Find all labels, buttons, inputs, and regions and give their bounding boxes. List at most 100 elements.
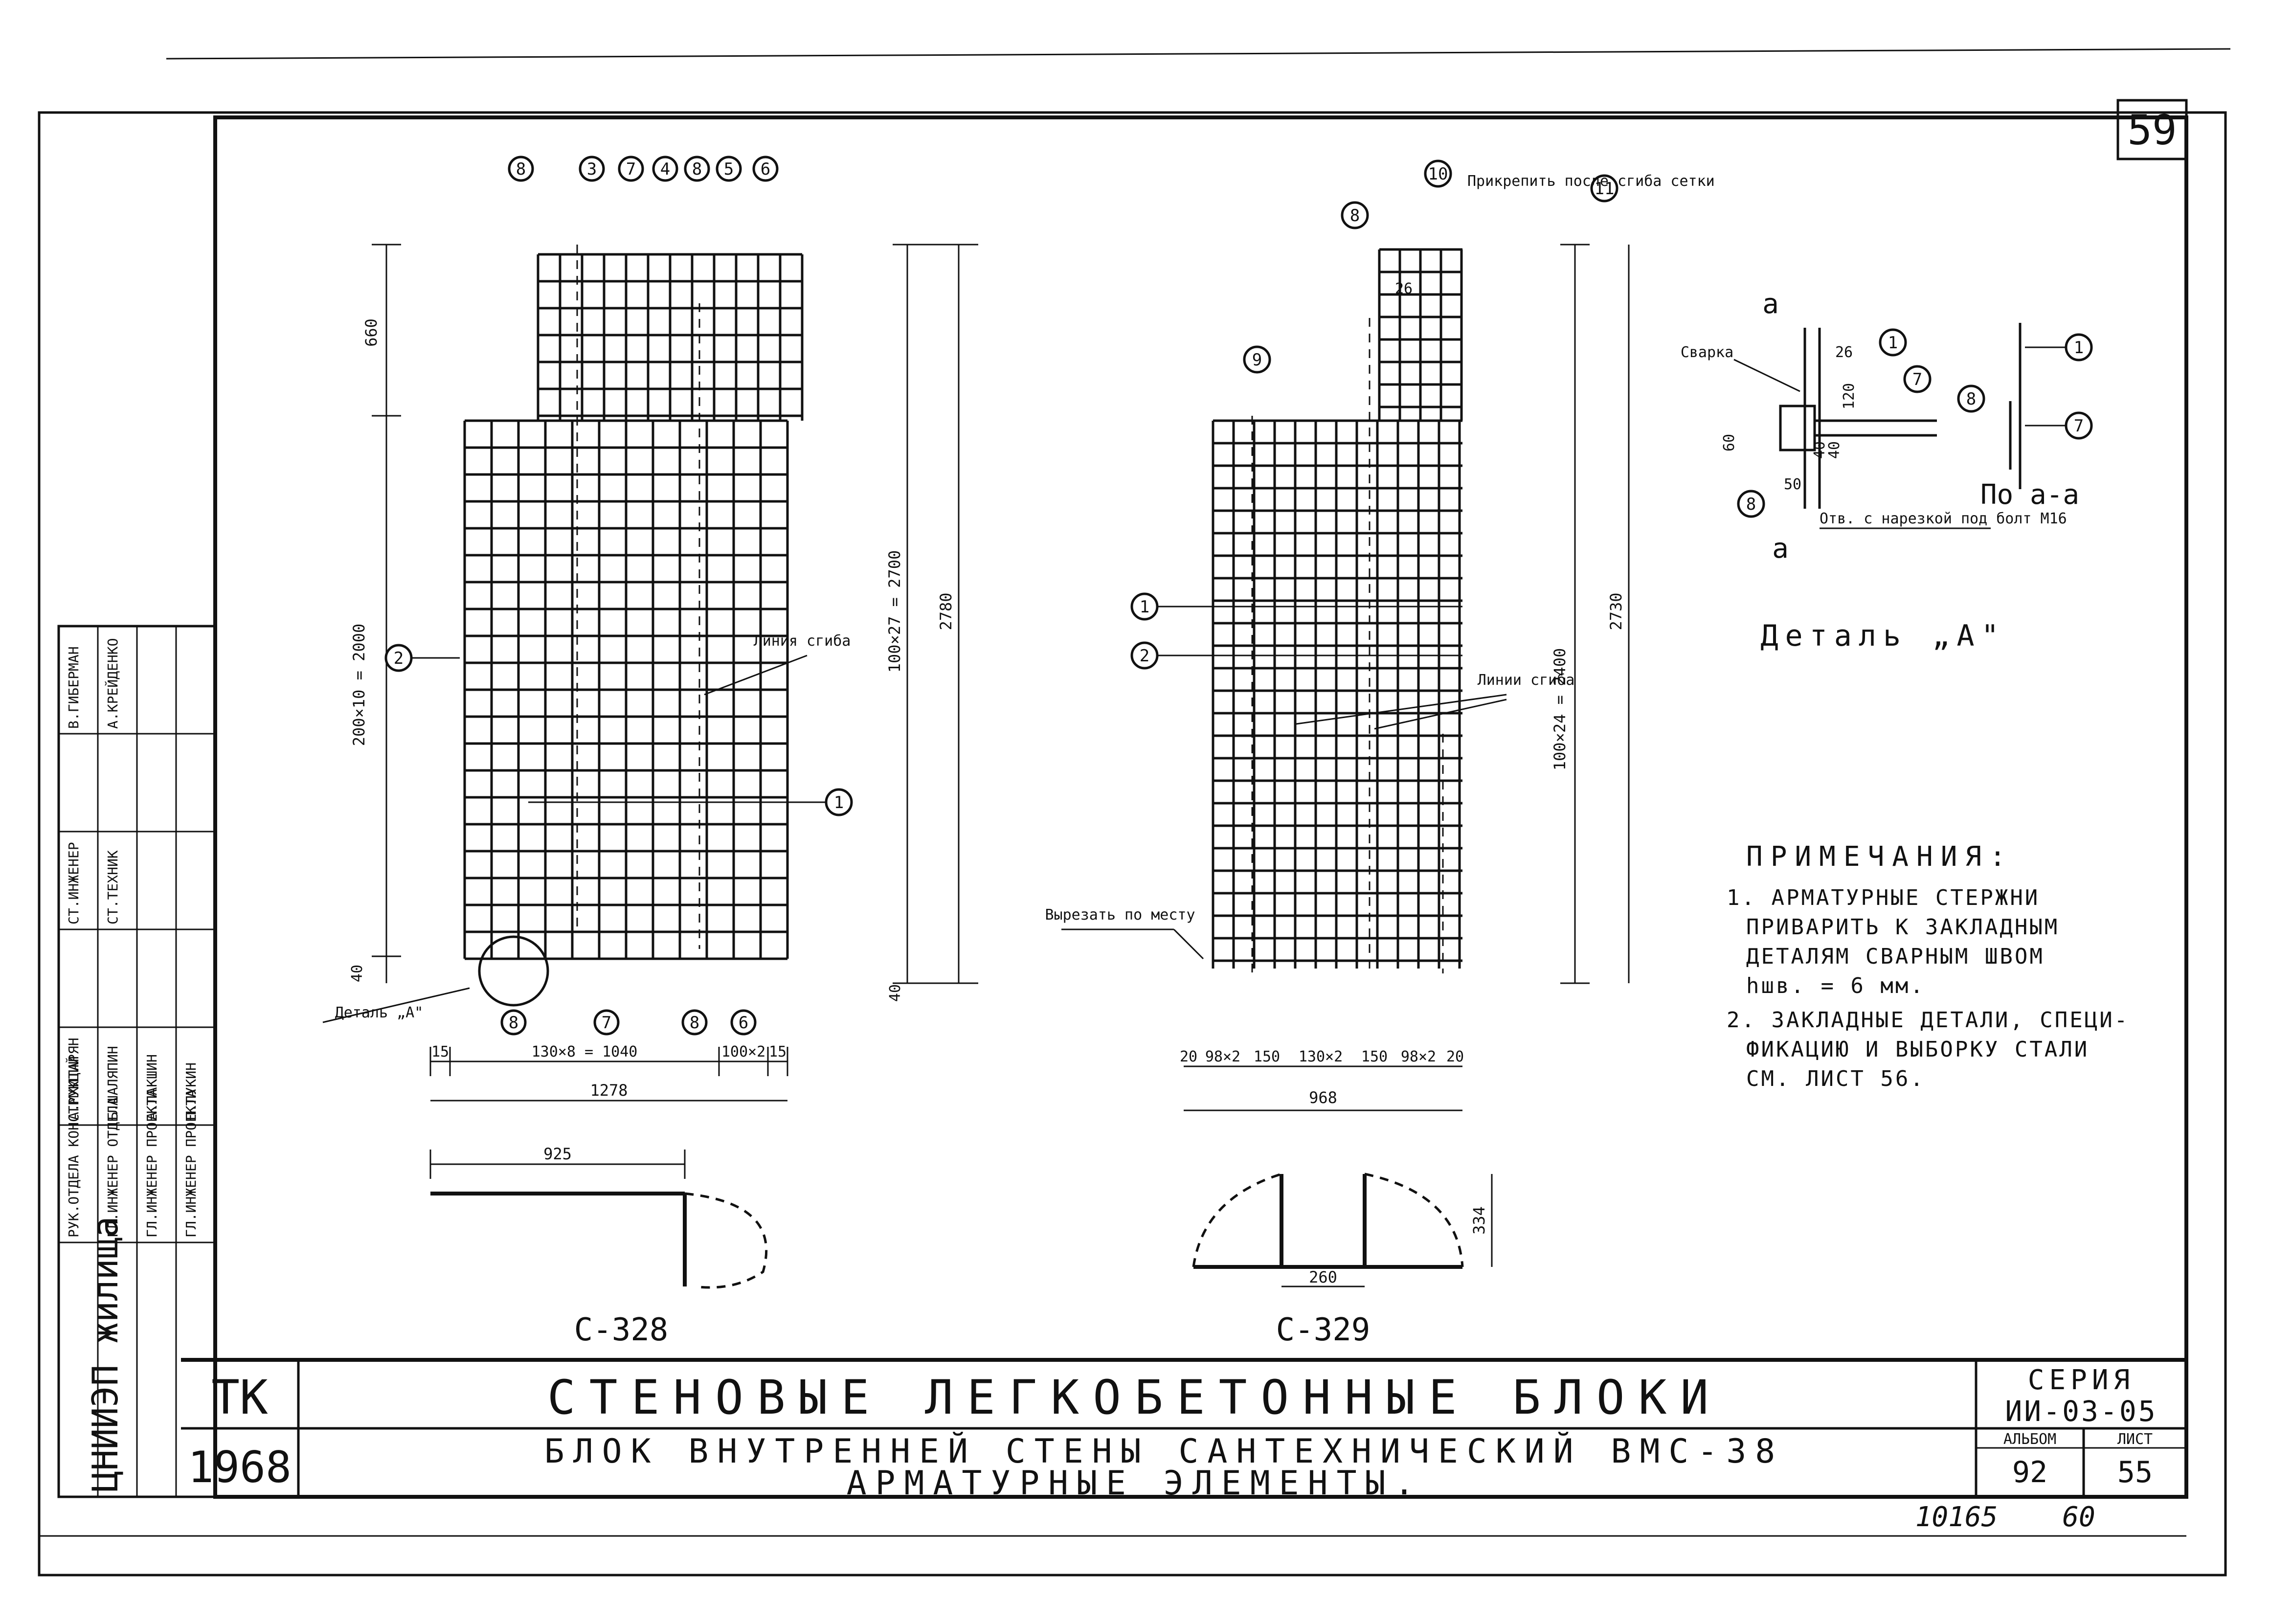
c328-chain-0: 15 [431,1043,449,1060]
stamp-role-1: ГЛ.ИНЖЕНЕР ОТДЕЛА [105,1097,121,1238]
c329-plan-height: 334 [1470,1206,1488,1235]
title-main: СТЕНОВЫЕ ЛЕГКОБЕТОННЫЕ БЛОКИ [547,1370,1722,1425]
c328-chain-1: 130×8 = 1040 [532,1043,638,1060]
c329-callout-left-a: 9 [1252,350,1262,370]
c329-chain-6: 20 [1446,1048,1464,1065]
c328-callout-t0: 8 [516,159,526,179]
c328-chain-2: 100×2 [721,1043,765,1060]
org-vertical: ЦНИИЭП жилища [85,1216,126,1492]
c328-callouts-side: 2 1 Линия сгиба Деталь „А" [322,632,853,1023]
c329-chain-5: 98×2 [1401,1048,1436,1065]
note-1-line-2: ДЕТАЛЯМ СВАРНЫМ ШВОМ [1746,944,2045,969]
detail-a-dim-1: 120 [1841,383,1858,409]
c328-callout-t2: 7 [626,159,636,179]
c328-plan-width: 925 [543,1145,572,1163]
c328-callout-right: 1 [834,793,844,812]
detail-a-callout-7: 7 [1912,370,1922,389]
c328-label: С-328 [574,1312,669,1348]
bottom-code-right: 60 [2062,1501,2095,1533]
note-2-line-1: ФИКАЦИЮ И ВЫБОРКУ СТАЛИ [1746,1037,2089,1062]
c329-plan-width: 260 [1309,1268,1337,1286]
c328-dim-v4: 2780 [937,592,955,630]
c328-callout-t3: 4 [660,159,670,179]
note-2-line-2: СМ. ЛИСТ 56. [1746,1066,1925,1091]
stamp-name-1: Б.ШАЛЯПИН [105,1046,121,1120]
c329-dim-top: 26 [1395,280,1413,297]
title-sub-1: БЛОК ВНУТРЕННЕЙ СТЕНЫ САНТЕХНИЧЕСКИЙ ВМС… [544,1432,1784,1471]
c328-total: 1278 [590,1081,628,1100]
c328-detail-label: Деталь „А" [335,1004,424,1021]
c328-dim-bl: 40 [349,965,366,982]
c328-callout-left: 2 [394,649,404,668]
notes-heading: ПРИМЕЧАНИЯ: [1746,841,2014,873]
c329-dim-v1: 100×24 = 2400 [1551,648,1569,770]
note-1-line-1: ПРИВАРИТЬ К ЗАКЛАДНЫМ [1746,915,2059,940]
c328-callout-b2: 8 [690,1013,699,1033]
c329-callout-left-c: 2 [1140,646,1149,666]
title-sub-2: АРМАТУРНЫЕ ЭЛЕМЕНТЫ. [847,1464,1423,1503]
sheet-label: ЛИСТ [2117,1431,2153,1448]
c329-callouts: 8 10 11 Прикрепить после сгиба сетки 9 1… [1045,159,1715,960]
c328-dim-v2: 200×10 = 2000 [350,624,368,746]
c328-callout-t6: 6 [761,159,770,179]
stamp-top-role-1: СТ.ТЕХНИК [105,850,121,925]
c328-dim-v3: 100×27 = 2700 [885,550,904,673]
series-value: ИИ-03-05 [2005,1395,2157,1428]
c328-callout-t1: 3 [587,159,597,179]
c328-dim-br: 40 [887,984,904,1002]
title-left-top: ТК [211,1370,268,1425]
stamp-role-0: РУК.ОТДЕЛА КОНСТРУКЦИЙ [65,1056,82,1238]
detail-a-dim-3: 50 [1784,476,1801,493]
c329-chain-3: 130×2 [1299,1048,1343,1065]
detail-a: а Сварка 1 7 8 26 120 60 50 40 40 Отв. с… [1681,288,2093,653]
title-block: ТК 1968 СТЕНОВЫЕ ЛЕГКОБЕТОННЫЕ БЛОКИ БЛО… [181,1358,2186,1503]
note-1-line-3: hшв. = 6 мм. [1746,973,1925,998]
note-2-line-0: 2. ЗАКЛАДНЫЕ ДЕТАЛИ, СПЕЦИ- [1727,1008,2129,1033]
stamp-top-name-1: А.КРЕЙДЕНКО [104,638,121,729]
mesh-c328 [463,245,804,1007]
section-callout-1: 1 [2074,338,2084,358]
detail-a-dim-4: 40 [1811,441,1828,459]
series-label: СЕРИЯ [2028,1364,2135,1396]
c329-chain-0: 20 [1180,1048,1197,1065]
c328-chain-3: 15 [769,1043,787,1060]
stamp-name-3: П.ЛУКИН [183,1062,199,1120]
c329-chain-2: 150 [1254,1048,1280,1065]
c328-callout-b0: 8 [509,1013,518,1033]
detail-a-marker-bottom: а [1772,533,1789,564]
c328-callout-t5: 5 [724,159,734,179]
stamp-top-role-0: СТ.ИНЖЕНЕР [66,842,82,925]
album-value: 92 [2012,1455,2047,1489]
c328-dim-v1: 660 [362,318,381,347]
c328-callout-b3: 6 [739,1013,748,1033]
sheet-number: 59 [2127,106,2177,154]
note-1-line-0: 1. АРМАТУРНЫЕ СТЕРЖНИ [1727,885,2040,910]
c329-callout-top-a: 10 [1428,164,1448,184]
section-label: По а-а [1980,479,2079,511]
c328-plan: 925 С-328 [429,1145,768,1348]
c329-total: 968 [1309,1088,1337,1107]
detail-a-callout-8: 8 [1746,495,1756,514]
c328-callouts-bottom: 8 7 8 6 [500,1009,757,1036]
stamp-name-2: А.ЛАКШИН [144,1054,160,1120]
title-left-bottom: 1968 [188,1442,292,1492]
detail-a-dim-2: 60 [1721,434,1738,451]
notes: ПРИМЕЧАНИЯ: 1. АРМАТУРНЫЕ СТЕРЖНИ ПРИВАР… [1727,841,2129,1091]
detail-a-bolt-1: Отв. с нарезкой под болт М16 [1820,510,2067,527]
c328-dimensions: 660 200×10 = 2000 100×27 = 2700 2780 40 … [349,244,978,1102]
c329-chain-1: 98×2 [1205,1048,1240,1065]
c328-callout-b1: 7 [602,1013,611,1033]
c329-line-label: Линии сгиба [1478,672,1575,689]
section-callout-7: 7 [2074,416,2084,436]
bottom-code-left: 10165 [1915,1501,1998,1533]
sheet-number-box: 59 [2116,99,2188,160]
sheet-frame [38,48,2231,1577]
c328-callouts-top: 8 3 7 4 8 5 6 [508,156,779,182]
stamp-top-name-0: В.ГИБЕРМАН [66,646,82,729]
c329-attach-note: Прикрепить после сгиба сетки [1467,173,1715,190]
detail-a-dim-5: 40 [1826,441,1843,459]
c329-callout-top-left: 8 [1350,206,1360,226]
c328-callout-t4: 8 [692,159,702,179]
section-callout-8: 8 [1966,389,1976,409]
